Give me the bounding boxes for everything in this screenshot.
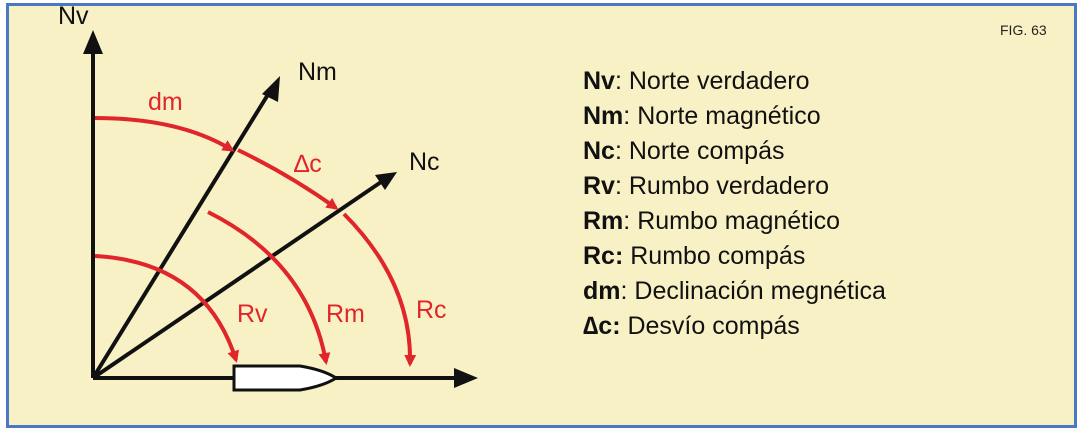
dc-arc — [237, 148, 339, 210]
nc-arrowhead — [375, 172, 397, 190]
nm-arrowhead — [262, 76, 280, 102]
nm-axis — [91, 86, 274, 380]
legend-item-rm: Rm: Rumbo magnético — [583, 207, 841, 235]
dc-label: ∆c — [294, 150, 322, 178]
nc-label: Nc — [409, 148, 440, 176]
nm-label: Nm — [298, 58, 337, 86]
dm-label: dm — [148, 88, 183, 116]
legend-item-rv: Rv: Rumbo verdadero — [583, 172, 829, 200]
rv-label: Rv — [237, 300, 268, 328]
dm-arc — [94, 116, 235, 152]
boat-icon — [232, 364, 339, 392]
rm-arc — [207, 210, 331, 365]
rm-label: Rm — [326, 300, 365, 328]
legend-item-nv: Nv: Norte verdadero — [583, 67, 810, 95]
rc-arc — [342, 212, 417, 367]
east-arrowhead — [454, 368, 478, 388]
figure-frame — [6, 3, 1077, 428]
legend-item-dc: ∆c: Desvío compás — [583, 312, 800, 340]
legend-item-rc: Rc: Rumbo compás — [583, 242, 806, 270]
rv-arc — [94, 254, 240, 363]
nv-arrowhead — [83, 30, 103, 54]
nc-axis — [91, 178, 386, 380]
legend: Nv: Norte verdadero Nm: Norte magnético … — [583, 64, 886, 344]
legend-item-nm: Nm: Norte magnético — [583, 102, 821, 130]
nv-label: Nv — [58, 2, 89, 30]
legend-item-nc: Nc: Norte compás — [583, 137, 785, 165]
legend-item-dm: dm: Declinación megnética — [583, 277, 886, 305]
figure-number: FIG. 63 — [1000, 22, 1047, 38]
rc-label: Rc — [416, 296, 447, 324]
